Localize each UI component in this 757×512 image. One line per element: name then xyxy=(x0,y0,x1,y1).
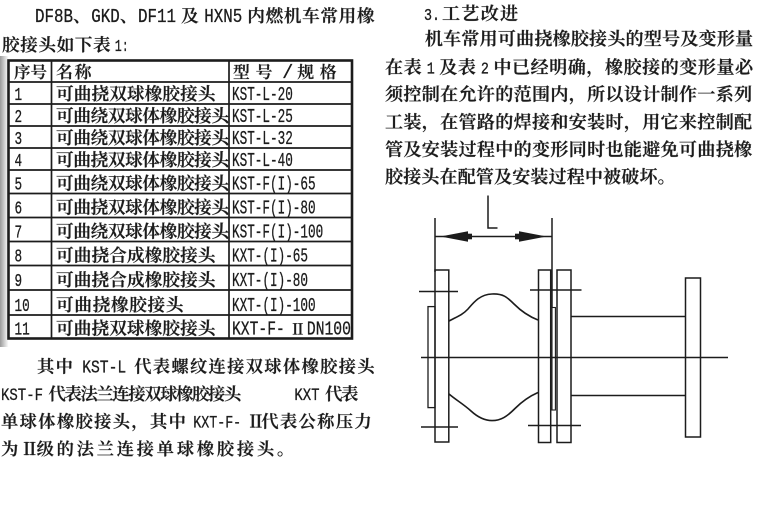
svg-text:DF8B: DF8B xyxy=(35,6,73,28)
svg-text:KST-L-20: KST-L-20 xyxy=(232,84,293,106)
svg-text:KST-F(I)-100: KST-F(I)-100 xyxy=(232,222,323,244)
svg-text:KST-F: KST-F xyxy=(1,386,43,406)
svg-text:/: / xyxy=(282,62,293,84)
svg-text:1: 1 xyxy=(15,85,23,106)
svg-text:KXT-(I)-80: KXT-(I)-80 xyxy=(232,270,308,292)
svg-text:2: 2 xyxy=(15,107,23,128)
svg-text:KST-L-40: KST-L-40 xyxy=(232,150,293,172)
svg-text:2: 2 xyxy=(481,61,489,80)
svg-text:3: 3 xyxy=(15,129,23,150)
svg-text:DF11: DF11 xyxy=(138,6,176,28)
svg-text:KXT-F-: KXT-F- xyxy=(193,414,241,434)
svg-text:KXT-F-: KXT-F- xyxy=(232,319,285,341)
svg-text:KST-F(I)-65: KST-F(I)-65 xyxy=(232,174,316,196)
svg-text:KST-F(I)-80: KST-F(I)-80 xyxy=(232,198,316,220)
svg-text:1: 1 xyxy=(427,61,435,80)
svg-text:9: 9 xyxy=(15,271,23,292)
svg-text:KXT-(I)-100: KXT-(I)-100 xyxy=(232,295,316,317)
svg-text:KST-L-25: KST-L-25 xyxy=(232,106,293,128)
svg-text:1:: 1: xyxy=(115,38,129,57)
svg-text:KXT-(I)-65: KXT-(I)-65 xyxy=(232,246,308,268)
svg-text:KXT: KXT xyxy=(294,386,319,406)
svg-text:HXN5: HXN5 xyxy=(204,6,242,28)
svg-text:7: 7 xyxy=(15,223,23,244)
svg-text:KST-L: KST-L xyxy=(82,359,126,379)
svg-text:GKD: GKD xyxy=(91,6,120,28)
svg-text:KST-L-32: KST-L-32 xyxy=(232,128,293,150)
svg-text:8: 8 xyxy=(15,247,23,268)
svg-text:DN100: DN100 xyxy=(307,319,351,341)
svg-text:4: 4 xyxy=(15,151,23,172)
svg-text:11: 11 xyxy=(15,320,30,341)
svg-text:5: 5 xyxy=(15,175,23,196)
svg-text:10: 10 xyxy=(15,296,30,317)
svg-text:6: 6 xyxy=(15,199,23,220)
svg-text:3.: 3. xyxy=(424,7,440,26)
